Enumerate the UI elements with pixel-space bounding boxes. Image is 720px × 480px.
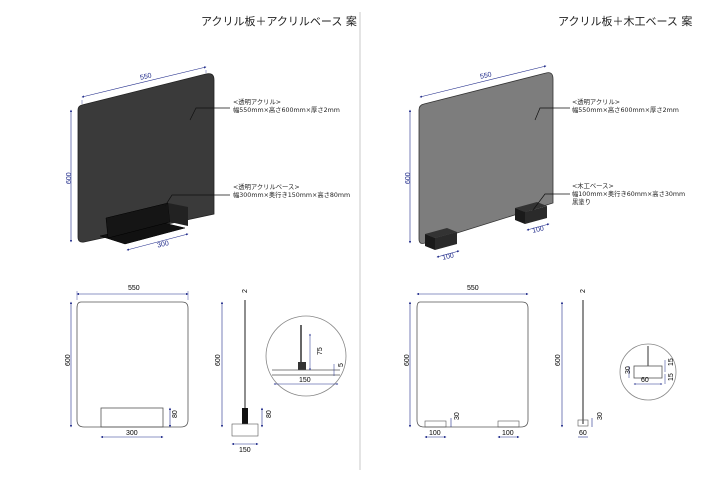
right-side-view [560,300,593,438]
right-detail-height: 30 [625,366,632,374]
right-detail-top: 15 [668,358,675,366]
right-front-base-w1: 100 [429,430,441,437]
acrylic-panel-dark [77,73,215,243]
left-side-height: 600 [215,354,222,366]
left-side-view [220,300,264,446]
left-note-acrylic-name: <透明アクリル> [233,99,282,106]
left-note-base-name: <透明アクリルベース> [233,184,300,191]
left-note-acrylic-spec: 幅550mm×高さ600mm×厚さ2mm [233,107,340,114]
left-persp-base: 300 [157,240,170,249]
left-detail-thick: 5 [338,363,345,367]
left-note-base-spec: 幅300mm×奥行き150mm×高さ80mm [233,192,351,199]
left-side-base-depth: 150 [239,447,251,454]
left-detail-circle [265,315,347,397]
right-side-base-height: 30 [597,412,604,420]
left-side-thickness: 2 [242,289,249,293]
right-side-thickness: 2 [580,289,587,293]
right-detail-bottom: 15 [668,373,675,381]
right-note-acrylic-spec: 幅550mm×高さ600mm×厚さ2mm [572,107,679,114]
right-persp-base-b: 100 [532,225,545,234]
right-note-wood-spec: 幅100mm×奥行き60mm×高さ30mm [572,191,686,198]
right-title: アクリル板＋木工ベース 案 [558,15,693,28]
left-persp-height: 600 [66,172,73,184]
right-note-acrylic: <透明アクリル> 幅550mm×高さ600mm×厚さ2mm [572,99,679,115]
right-note-acrylic-name: <透明アクリル> [572,99,621,106]
right-perspective [408,65,570,258]
right-note-wood: <木工ベース> 幅100mm×奥行き60mm×高さ30mm 黒塗り [572,183,685,207]
left-note-acrylic: <透明アクリル> 幅550mm×高さ600mm×厚さ2mm [233,99,340,115]
right-persp-height: 600 [405,172,412,184]
right-side-height: 600 [555,354,562,366]
left-front-base-height: 80 [172,410,179,418]
left-note-base: <透明アクリルベース> 幅300mm×奥行き150mm×高さ80mm [233,184,350,200]
right-persp-base-a: 100 [442,252,455,261]
right-side-base-depth: 60 [579,430,587,437]
left-front-height: 600 [65,354,72,366]
right-front-view [408,292,529,439]
right-front-width: 550 [467,285,479,292]
acrylic-panel-gray [418,72,554,244]
left-front-base-width: 300 [126,430,138,437]
left-front-view [69,291,189,439]
right-persp-width: 550 [479,71,492,80]
right-front-base-height: 30 [454,412,461,420]
left-persp-width: 550 [139,72,152,81]
right-detail-circle [619,343,677,401]
right-detail-depth: 60 [641,377,649,384]
left-front-width: 550 [128,285,140,292]
left-detail-slot: 75 [317,347,324,355]
left-perspective [69,66,230,251]
right-front-base-w2: 100 [502,430,514,437]
right-note-wood-name: <木工ベース> [572,183,614,190]
left-side-base-height: 80 [266,410,273,418]
wood-base-left [425,228,457,238]
right-front-height: 600 [404,354,411,366]
wood-base-right [515,202,547,212]
right-note-wood-finish: 黒塗り [572,199,591,206]
left-detail-depth: 150 [299,377,311,384]
left-title: アクリル板＋アクリルベース 案 [201,15,357,28]
